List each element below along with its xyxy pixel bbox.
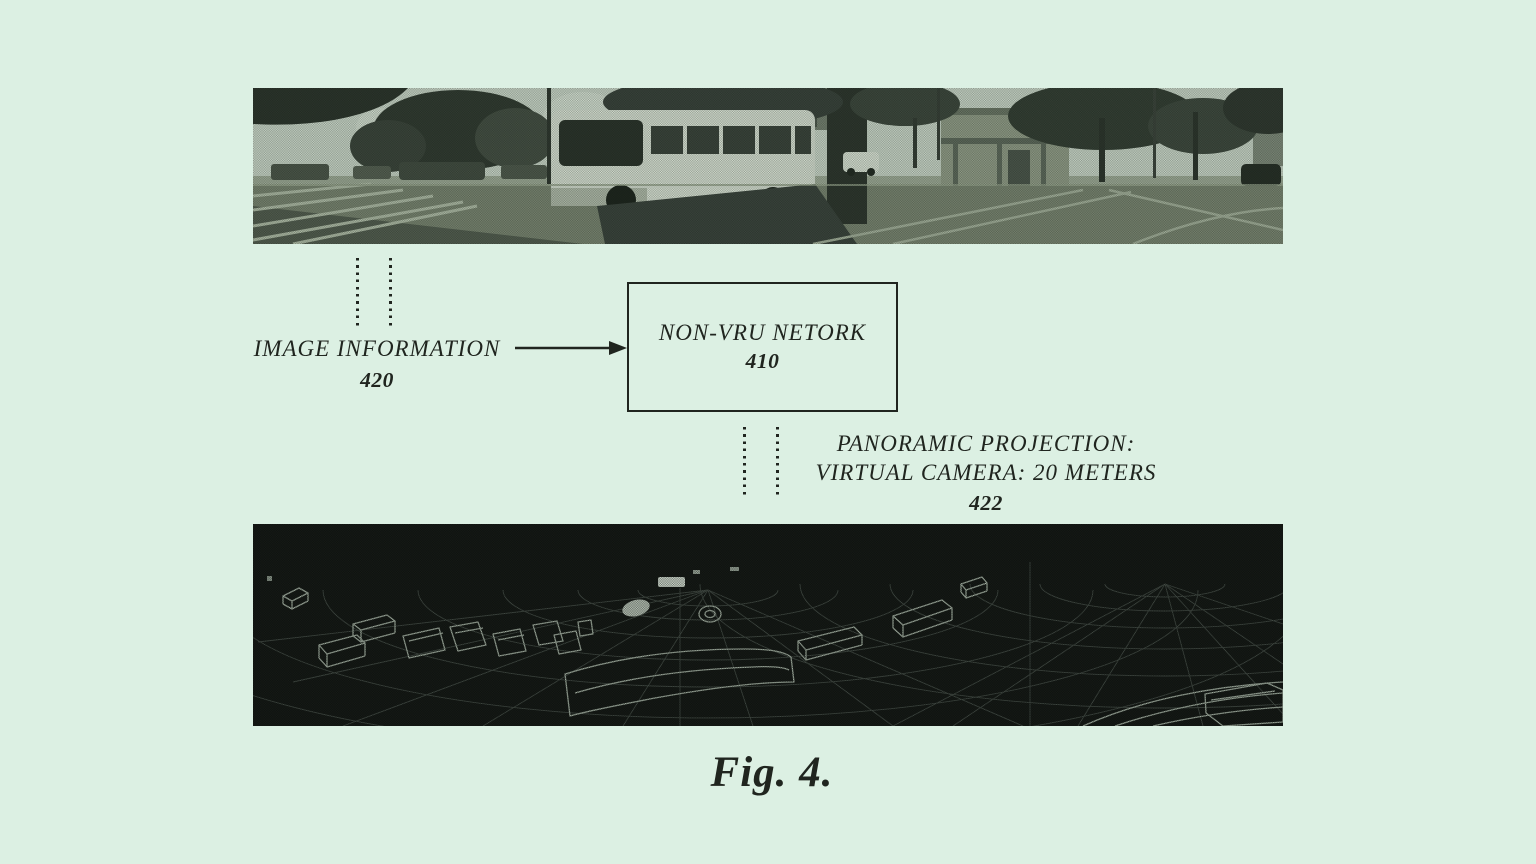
panoramic-projection-ref: 422 — [969, 491, 1003, 516]
arrow-icon — [515, 341, 627, 355]
projection-panorama-image — [253, 524, 1283, 726]
image-information-label: IMAGE INFORMATION 420 — [248, 335, 506, 393]
projection-panorama-drawing — [253, 524, 1283, 726]
figure-caption: Fig. 4. — [710, 749, 834, 796]
street-panorama-image — [253, 88, 1283, 244]
street-panorama-drawing — [253, 88, 1283, 244]
flow-dotted-line — [389, 258, 392, 328]
flow-dotted-line — [776, 427, 779, 497]
flow-dotted-line — [743, 427, 746, 497]
panoramic-projection-label: PANORAMIC PROJECTION: VIRTUAL CAMERA: 20… — [800, 430, 1172, 517]
panoramic-projection-line2: VIRTUAL CAMERA: 20 METERS — [815, 459, 1157, 485]
non-vru-network-box: NON-VRU NETORK 410 — [627, 282, 898, 412]
image-information-ref: 420 — [360, 367, 394, 392]
image-information-text: IMAGE INFORMATION — [253, 336, 501, 361]
panoramic-projection-line1: PANORAMIC PROJECTION: — [836, 431, 1136, 456]
flow-dotted-line — [356, 258, 359, 328]
non-vru-network-label: NON-VRU NETORK — [658, 320, 867, 345]
non-vru-network-ref: 410 — [745, 349, 780, 373]
